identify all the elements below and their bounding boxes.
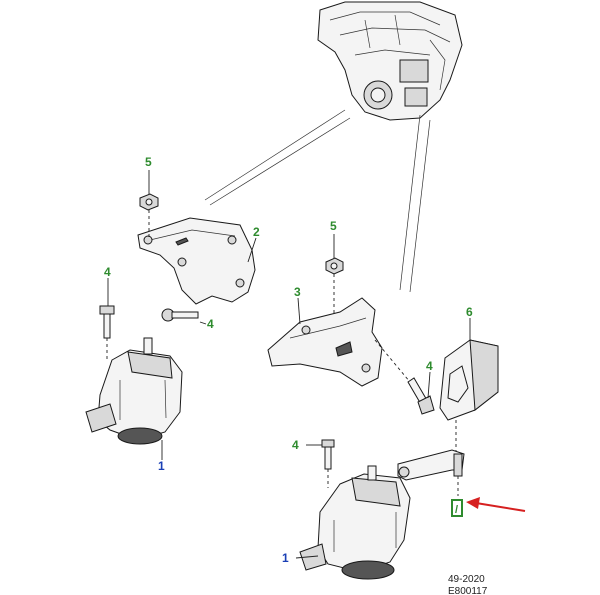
callout-4-left-lower: 4 xyxy=(207,317,214,331)
leader-2 xyxy=(247,237,257,263)
right-nut xyxy=(325,257,344,318)
red-pointer-arrow xyxy=(466,497,526,512)
callout-3: 3 xyxy=(294,285,301,299)
left-bolt-upper xyxy=(99,305,115,360)
left-bolt-lower xyxy=(161,308,199,322)
leader-3 xyxy=(297,297,301,325)
leader-4-right-upper xyxy=(427,371,431,399)
callout-4-right-lower: 4 xyxy=(292,438,299,452)
right-bolt-lower xyxy=(321,439,335,488)
callout-2: 2 xyxy=(253,225,260,239)
right-bracket xyxy=(267,297,411,387)
callout-4-right-upper: 4 xyxy=(426,359,433,373)
ref-code: E800117 xyxy=(448,586,488,595)
highlighted-part-marker: / xyxy=(451,499,463,517)
callout-5-left: 5 xyxy=(145,155,152,169)
callout-4-left-upper: 4 xyxy=(104,265,111,279)
engine-to-right-bracket-line xyxy=(399,114,431,293)
leader-1-right xyxy=(295,555,319,559)
left-nut xyxy=(139,193,159,238)
right-bolt-upper xyxy=(407,377,435,415)
right-module xyxy=(439,339,499,455)
right-mount xyxy=(299,465,411,580)
highlight-box xyxy=(451,499,463,517)
right-link-arm xyxy=(397,449,465,496)
engine-block xyxy=(317,1,463,121)
callout-1-right: 1 xyxy=(282,551,289,565)
left-bracket xyxy=(137,217,256,305)
highlight-mark: / xyxy=(455,504,458,516)
leader-4-left-lower xyxy=(199,321,207,325)
engine-to-left-bracket-line xyxy=(204,109,351,206)
left-mount xyxy=(85,337,183,445)
callout-6: 6 xyxy=(466,305,473,319)
callout-1-left: 1 xyxy=(158,459,165,473)
ref-number: 49-2020 xyxy=(448,574,485,585)
callout-5-right: 5 xyxy=(330,219,337,233)
